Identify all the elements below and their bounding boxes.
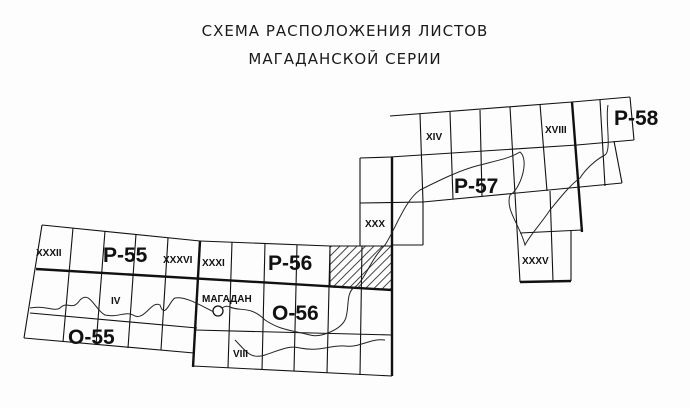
map-title-line-1: СХЕМА РАСПОЛОЖЕНИЯ ЛИСТОВ <box>201 22 489 40</box>
sheet-label-p55: P-55 <box>103 244 148 267</box>
numeral-xviii: XVIII <box>545 125 567 136</box>
numeral-xxxii: XXXII <box>36 248 62 259</box>
sheet-label-o56: O-56 <box>272 302 319 325</box>
numeral-xxxvi: XXXVI <box>163 255 193 266</box>
magadan-city-marker <box>212 305 224 317</box>
grid-block-55 <box>23 224 393 354</box>
sheet-label-p56: P-56 <box>268 252 312 275</box>
map-title-line-2: МАГАДАНСКОЙ СЕРИИ <box>248 50 442 68</box>
sheet-label-o55: O-55 <box>68 326 115 349</box>
numeral-xxxi: XXXI <box>202 258 225 269</box>
city-label-magadan: МАГАДАН <box>202 294 252 305</box>
sheet-label-p57: P-57 <box>454 175 498 198</box>
numeral-xiv: XIV <box>426 132 442 143</box>
grid-block-57 <box>359 96 635 284</box>
grid-block-56 <box>191 157 394 377</box>
sheet-label-p58: P-58 <box>614 107 659 130</box>
numeral-iv: IV <box>111 296 121 307</box>
numeral-viii: VIII <box>233 349 248 360</box>
grid-block-58 <box>599 96 635 187</box>
numeral-xxxv: XXXV <box>522 256 549 267</box>
coastline <box>29 104 609 337</box>
numeral-xxx: XXX <box>365 219 385 230</box>
coastline-south <box>234 339 386 357</box>
